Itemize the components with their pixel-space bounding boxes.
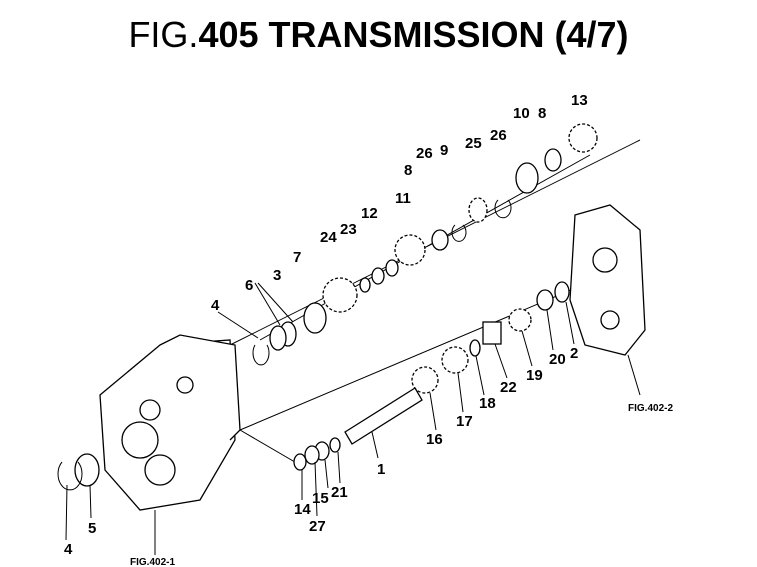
- callout: 26: [416, 145, 433, 162]
- callout: 24: [320, 229, 337, 246]
- callout: 2: [570, 345, 578, 362]
- callout: 3: [273, 267, 281, 284]
- callout: 8: [404, 162, 412, 179]
- part-4-snap-ring-b: [57, 461, 83, 491]
- callout: 20: [549, 351, 566, 368]
- part-22-sleeve: [482, 321, 502, 345]
- part-14-bearing: [293, 453, 307, 471]
- callout: 17: [456, 413, 473, 430]
- callout: 6: [245, 277, 253, 294]
- part-17-gear: [441, 346, 469, 374]
- callout: 27: [309, 518, 326, 535]
- callout: 15: [312, 490, 329, 507]
- callout: 19: [526, 367, 543, 384]
- part-2-bearing: [554, 281, 570, 303]
- part-3-bearing: [303, 302, 327, 334]
- part-19-gear: [508, 308, 532, 332]
- part-5-cover: [74, 453, 100, 487]
- part-6-ring-b: [269, 325, 287, 351]
- part-24-ring: [359, 277, 371, 293]
- leader-lines: [65, 282, 641, 555]
- callout-labels: 13 10 8 26 25 9 26 8 11 12 23 24 7 3 6 4…: [64, 92, 673, 567]
- part-10-sleeve: [515, 162, 539, 194]
- callout: 4: [64, 541, 73, 558]
- part-7-gear: [322, 277, 358, 313]
- page-title: FIG.405 TRANSMISSION (4/7): [0, 14, 757, 56]
- callout: 7: [293, 249, 301, 266]
- callout: 26: [490, 127, 507, 144]
- transmission-housing: [99, 334, 241, 511]
- callout: 9: [440, 142, 448, 159]
- callout: 21: [331, 484, 348, 501]
- part-23-washer: [371, 267, 385, 285]
- part-4-snap-ring: [252, 344, 270, 366]
- part-8-bearing: [544, 148, 562, 172]
- callout: 4: [211, 297, 220, 314]
- part-13-gear: [568, 123, 598, 153]
- part-16-gear: [411, 366, 439, 394]
- part-8-ring: [431, 229, 449, 251]
- part-21-ring: [329, 437, 341, 453]
- title-prefix: FIG.: [128, 14, 199, 55]
- part-20-collar: [536, 289, 554, 311]
- figure-reference: FIG.402-1: [130, 557, 175, 567]
- part-26-snap-ring-b: [451, 224, 467, 242]
- callout: 11: [395, 190, 411, 207]
- part-11-gear: [394, 234, 426, 266]
- callout: 12: [361, 205, 378, 222]
- callout: 10: [513, 105, 530, 122]
- callout: 1: [377, 461, 385, 478]
- part-12-bearing: [385, 259, 399, 277]
- callout: 8: [538, 105, 546, 122]
- callout: 13: [571, 92, 588, 109]
- callout: 5: [88, 520, 96, 537]
- figure-reference: FIG.402-2: [628, 403, 673, 414]
- callout: 14: [294, 501, 311, 518]
- part-18-ring: [469, 339, 481, 357]
- callout: 22: [500, 379, 517, 396]
- part-1-shaft: [344, 387, 423, 445]
- part-9-gear: [468, 197, 488, 223]
- callout: 16: [426, 431, 443, 448]
- callout: 23: [340, 221, 357, 238]
- part-26-snap-ring: [494, 199, 512, 219]
- rear-cover-plate: [569, 204, 646, 356]
- title-text: 405 TRANSMISSION (4/7): [198, 14, 629, 55]
- callout: 25: [465, 135, 482, 152]
- part-27-washer: [304, 445, 320, 465]
- callout: 18: [479, 395, 496, 412]
